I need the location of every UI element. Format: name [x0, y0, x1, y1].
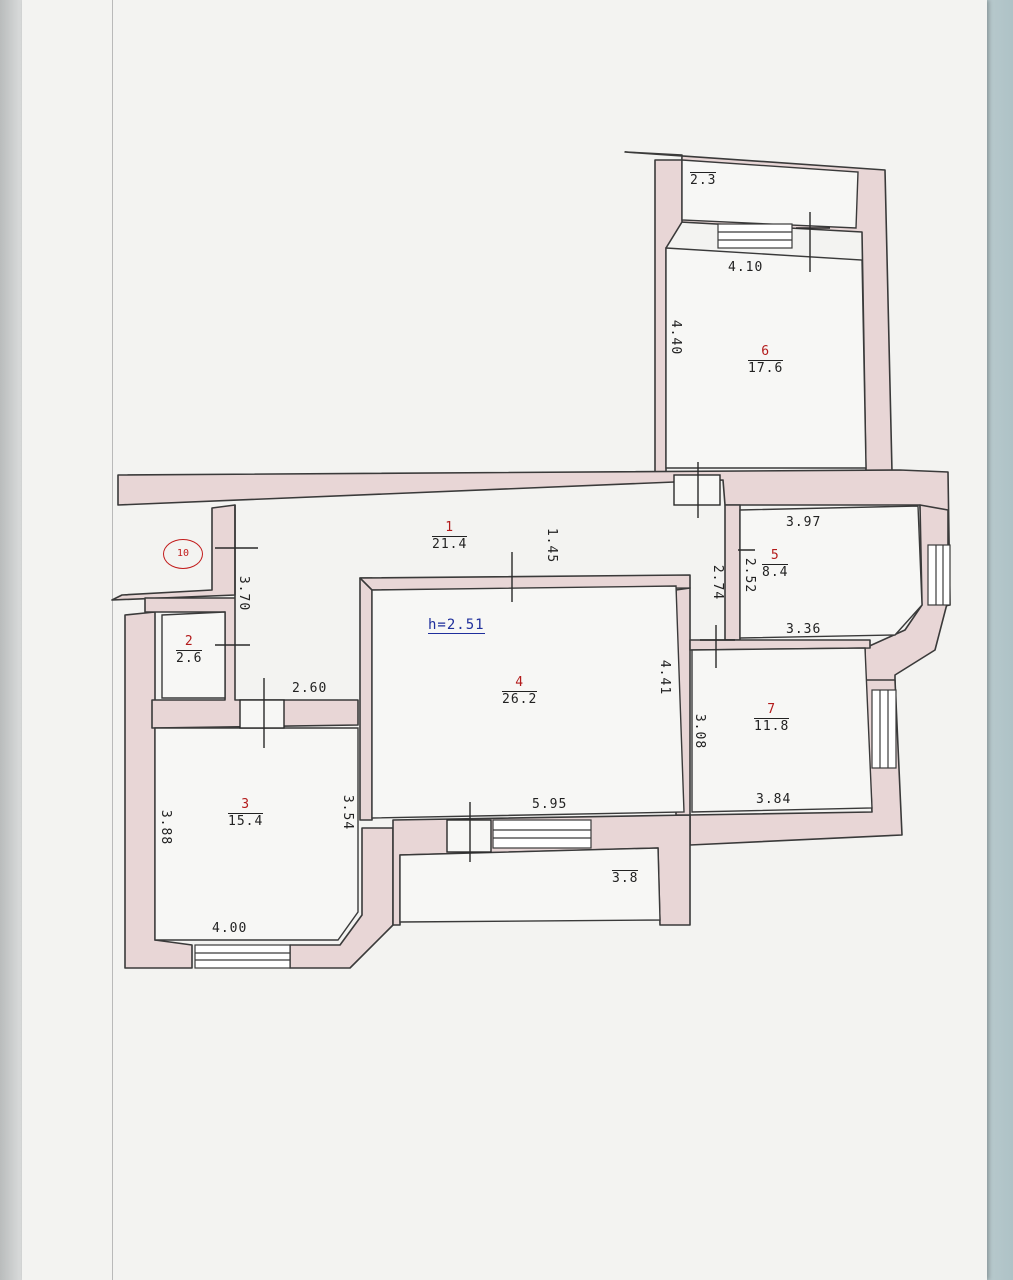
dim-room7-width: 3.84	[756, 792, 792, 807]
door-room6	[673, 474, 721, 506]
dim-hall-segment: 2.60	[292, 681, 328, 696]
balcony-label-top: 2.3	[690, 172, 717, 188]
window-room6	[717, 223, 793, 249]
wall-room7-top	[689, 639, 871, 651]
dim-hall-length: 3.70	[236, 575, 252, 612]
room-4	[371, 585, 685, 819]
window-room3	[194, 944, 291, 969]
room-2	[161, 611, 226, 699]
dim-room5-side: 2.52	[742, 557, 758, 594]
wall-room5-left	[724, 504, 741, 641]
ceiling-height-label: h=2.51	[428, 617, 485, 634]
wall-room2	[144, 504, 359, 729]
room-5	[739, 505, 923, 639]
balcony-label-bottom: 3.8	[612, 870, 639, 886]
dim-room6-width: 4.10	[728, 260, 764, 275]
door-room3	[239, 699, 285, 729]
room-7	[691, 647, 873, 813]
dim-room5-bottom: 3.36	[786, 622, 822, 637]
door-balcony	[446, 819, 492, 853]
apartment-number-badge: 10	[163, 539, 203, 569]
dim-hall-side: 2.74	[710, 564, 726, 601]
dim-room3-length: 3.88	[158, 809, 174, 846]
dim-room6-length: 4.40	[668, 319, 684, 356]
dim-room3-width: 4.00	[212, 921, 248, 936]
page-margin-line	[112, 0, 113, 1280]
dim-room4-length: 4.41	[657, 659, 673, 696]
room-balcony-top	[681, 159, 859, 229]
dim-room5-top: 3.97	[786, 515, 822, 530]
dim-room7-side: 3.08	[692, 713, 708, 750]
window-room5	[927, 544, 951, 606]
dim-hall-width: 1.45	[544, 527, 560, 564]
window-room7	[871, 689, 897, 769]
dim-room3-side: 3.54	[340, 794, 356, 831]
dim-room4-width: 5.95	[532, 797, 568, 812]
window-room4	[492, 819, 592, 849]
room-6	[665, 247, 867, 469]
room-3	[154, 727, 359, 941]
wall-room4-left	[359, 577, 373, 821]
room-balcony-bottom	[399, 847, 661, 923]
